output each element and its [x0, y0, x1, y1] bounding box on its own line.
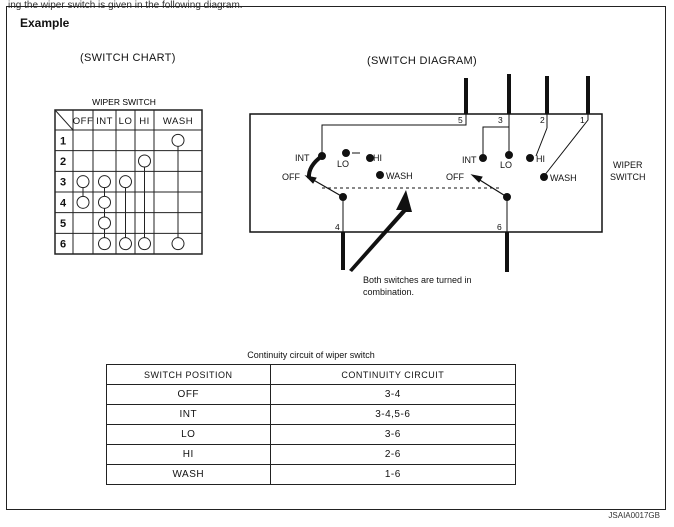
- row-label-2: 2: [60, 156, 66, 168]
- row-label-3: 3: [60, 177, 66, 189]
- right-wash-contact: [540, 173, 548, 181]
- left-pos-int: INT: [295, 153, 310, 163]
- right-pos-hi: HI: [536, 154, 545, 164]
- table-row: OFF 3-4: [106, 384, 517, 405]
- right-lo-contact: [505, 151, 513, 159]
- column-label-lo: LO: [119, 116, 133, 127]
- switch-position-cell: HI: [106, 444, 271, 465]
- connection-node-int-4: [98, 195, 111, 209]
- wire-5-to-left-int: [321, 114, 467, 153]
- table-row: HI 2-6: [106, 444, 517, 465]
- left-wash-contact: [376, 171, 384, 179]
- table-row: LO 3-6: [106, 424, 517, 445]
- connection-node-lo-6: [119, 237, 132, 251]
- top-caption: ing the wiper switch is given in the fol…: [8, 0, 243, 11]
- terminal-label-4: 4: [335, 222, 340, 232]
- left-pos-off: OFF: [282, 172, 300, 182]
- terminal-label-2: 2: [540, 115, 545, 125]
- connection-node-hi-2: [138, 154, 151, 168]
- note-line-1: Both switches are turned in: [363, 275, 472, 285]
- switch-diagram: [249, 74, 603, 272]
- right-pos-int: INT: [462, 155, 477, 165]
- column-label-wash: WASH: [163, 116, 193, 127]
- wire-2-to-right-hi: [535, 127, 548, 157]
- switch-position-cell: OFF: [106, 384, 271, 405]
- left-contact-arc: [306, 154, 324, 179]
- continuity-table-header-row: SWITCH POSITION CONTINUITY CIRCUIT: [106, 364, 517, 385]
- continuity-table-caption: Continuity circuit of wiper switch: [247, 350, 375, 360]
- right-pos-lo: LO: [500, 160, 512, 170]
- continuity-circuit-cell: 1-6: [269, 464, 517, 485]
- row-label-6: 6: [60, 239, 66, 251]
- switch-diagram-label: (SWITCH DIAGRAM): [367, 55, 477, 67]
- column-label-int: INT: [96, 116, 113, 127]
- row-label-1: 1: [60, 135, 66, 147]
- wiper-switch-label-2: SWITCH: [610, 172, 646, 182]
- wire-3-to-right-int: [482, 114, 510, 155]
- switch-position-cell: LO: [106, 424, 271, 445]
- terminal-label-3: 3: [498, 115, 503, 125]
- connection-node-lo-3: [119, 175, 132, 189]
- example-title: Example: [20, 16, 70, 30]
- connection-node-hi-6: [138, 237, 151, 251]
- terminal-label-5: 5: [458, 115, 463, 125]
- column-label-off: OFF: [73, 116, 94, 127]
- right-pos-off: OFF: [446, 172, 464, 182]
- continuity-circuit-cell: 2-6: [269, 444, 517, 465]
- connection-node-off-3: [76, 175, 90, 189]
- connection-node-wash-6: [171, 237, 185, 251]
- header-switch-position: SWITCH POSITION: [106, 364, 271, 385]
- left-hi-contact: [366, 154, 374, 162]
- right-arm-arrowhead: [470, 174, 483, 183]
- left-switch-arm: [309, 177, 344, 198]
- switch-chart-header: WIPER SWITCH: [92, 97, 156, 107]
- continuity-circuit-cell: 3-4,5-6: [269, 404, 517, 425]
- left-pos-lo: LO: [337, 159, 349, 169]
- right-int-contact: [479, 154, 487, 162]
- connection-node-int-6: [98, 237, 111, 251]
- continuity-circuit-cell: 3-6: [269, 424, 517, 445]
- left-lo-contact: [342, 149, 350, 157]
- connection-node-int-5: [98, 216, 111, 230]
- left-arm-arrowhead: [304, 175, 317, 184]
- continuity-table: SWITCH POSITION CONTINUITY CIRCUIT OFF 3…: [106, 364, 517, 485]
- connection-node-wash-1: [171, 133, 185, 147]
- wire-1-to-right-wash: [543, 114, 589, 177]
- wiper-switch-label-1: WIPER: [613, 160, 643, 170]
- right-hi-contact: [526, 154, 534, 162]
- note-line-2: combination.: [363, 287, 414, 297]
- note-pointer-arrow: [349, 190, 412, 272]
- figure-code: JSAIA0017GB: [608, 511, 660, 520]
- continuity-circuit-cell: 3-4: [269, 384, 517, 405]
- switch-chart-label: (SWITCH CHART): [80, 52, 176, 64]
- connection-node-off-4: [76, 195, 90, 209]
- row-label-5: 5: [60, 218, 66, 230]
- figure-frame: [6, 6, 666, 510]
- switch-chart-corner-diagonal: [54, 109, 74, 131]
- switch-chart-row-labels: 1 2 3 4 5 6: [60, 135, 67, 250]
- right-pos-wash: WASH: [550, 173, 577, 183]
- switch-position-cell: INT: [106, 404, 271, 425]
- left-pos-wash: WASH: [386, 171, 413, 181]
- switch-chart-connections: [76, 133, 185, 251]
- table-row: INT 3-4,5-6: [106, 404, 517, 425]
- terminal-label-1: 1: [580, 115, 585, 125]
- row-label-4: 4: [60, 197, 67, 209]
- terminal-label-6: 6: [497, 222, 502, 232]
- header-continuity-circuit: CONTINUITY CIRCUIT: [269, 364, 517, 385]
- left-pos-hi: HI: [373, 153, 382, 163]
- switch-housing: [249, 113, 603, 233]
- table-row: WASH 1-6: [106, 464, 517, 485]
- switch-position-cell: WASH: [106, 464, 271, 485]
- column-label-hi: HI: [139, 116, 150, 127]
- connection-node-int-3: [98, 175, 111, 189]
